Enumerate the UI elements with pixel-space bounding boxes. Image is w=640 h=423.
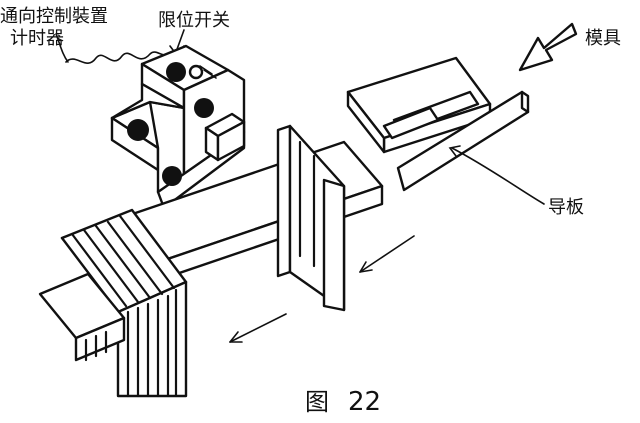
caption-prefix: 图 — [305, 388, 329, 416]
guide-plate-leader — [451, 147, 545, 205]
mold-arrow — [518, 22, 578, 72]
label-control-line2: 计时器 — [10, 28, 64, 49]
label-guide-plate: 导板 — [548, 197, 584, 218]
motion-arrow-left — [229, 313, 287, 343]
plate-stack — [60, 208, 188, 398]
motion-arrow-right — [359, 235, 415, 273]
cable-label-tick — [55, 33, 69, 63]
caption-number: 22 — [348, 387, 381, 417]
switch-stud-2 — [194, 98, 214, 118]
switch-stud-1 — [166, 62, 186, 82]
output-bar — [38, 272, 126, 362]
limit-switch-block — [110, 44, 246, 210]
switch-stud-3 — [127, 119, 149, 141]
motion-arrow-left-head — [229, 331, 243, 343]
guide-frame — [346, 56, 530, 192]
motion-arrow-right-head — [359, 261, 373, 273]
label-limit-switch: 限位开关 — [158, 10, 230, 31]
control-cable — [65, 51, 169, 64]
switch-stud-4 — [162, 166, 182, 186]
label-control-line1: 通向控制裝置 — [0, 6, 108, 27]
guide-plate-leader-arrow — [448, 145, 461, 157]
divider-plate — [276, 124, 346, 312]
label-mold: 模具 — [585, 28, 621, 49]
